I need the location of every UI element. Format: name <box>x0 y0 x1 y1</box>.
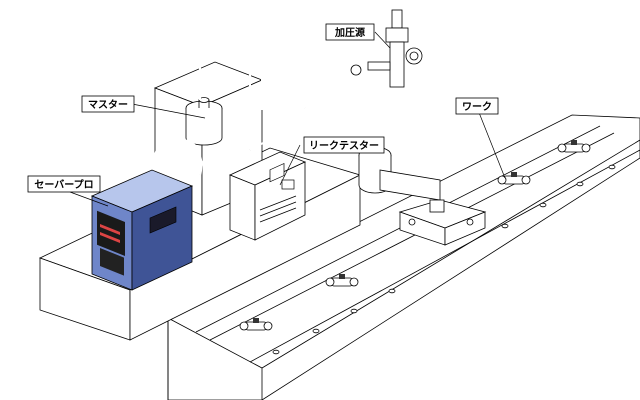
label-leak-tester-text: リークテスター <box>309 140 379 152</box>
conveyor-rail <box>167 114 640 400</box>
label-master: マスター <box>81 95 135 113</box>
workpiece-3 <box>497 172 531 185</box>
pressure-source <box>367 9 423 88</box>
label-pressure-source-text: 加圧源 <box>334 26 365 39</box>
label-master-text: マスター <box>88 99 128 111</box>
leak-tester <box>228 151 307 241</box>
rail-holes <box>272 164 616 355</box>
work-station <box>358 146 487 246</box>
label-saver-pro: セーバープロ <box>27 175 101 193</box>
piping <box>152 17 436 205</box>
workpiece-1 <box>239 318 273 331</box>
label-leak-tester: リークテスター <box>303 136 385 154</box>
label-work-text: ワーク <box>462 101 492 113</box>
label-work: ワーク <box>455 97 499 115</box>
saver-pro-unit <box>90 169 194 291</box>
label-saver-pro-text: セーバープロ <box>34 178 93 191</box>
saver-pro-side <box>131 185 193 291</box>
leader-lines <box>69 31 506 207</box>
workpiece-2 <box>325 274 359 287</box>
workpiece-4 <box>557 140 591 153</box>
label-pressure-source: 加圧源 <box>325 23 375 41</box>
